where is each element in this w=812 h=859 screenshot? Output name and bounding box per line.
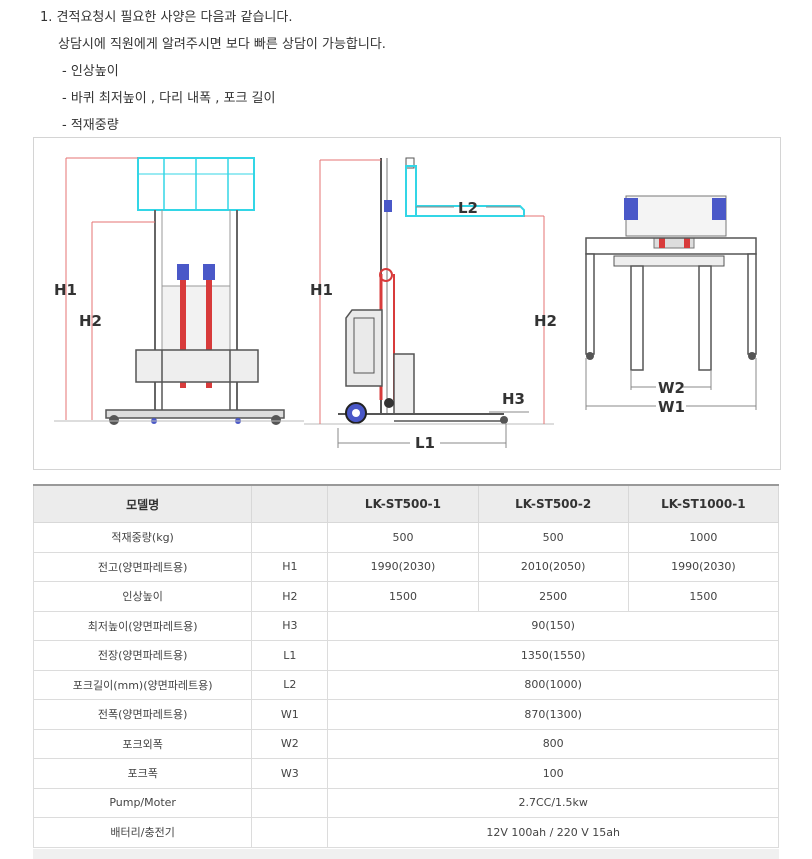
table-row: 전장(양면파레트용) L1 1350(1550) (32, 640, 779, 671)
row-value: 2.7CC/1.5kw (327, 787, 779, 818)
row-code (251, 787, 329, 818)
intro-bullet: - 적재중량 (62, 118, 119, 133)
row-code: H1 (251, 551, 329, 582)
intro-bullet: - 인상높이 (62, 64, 119, 79)
intro-line-2: 상담시에 직원에게 알려주시면 보다 빠른 상담이 가능합니다. (58, 37, 386, 52)
table-row: 포크길이(mm)(양면파레트용) L2 800(1000) (32, 669, 779, 700)
row-value: 1500 (327, 581, 479, 612)
label-side-h1: H1 (310, 281, 333, 299)
row-code: W1 (251, 699, 329, 730)
row-code: H2 (251, 581, 329, 612)
row-code (251, 817, 329, 848)
header-model-2: LK-ST500-2 (477, 484, 629, 523)
row-code (251, 522, 329, 553)
intro-line-1: 1. 견적요청시 필요한 사양은 다음과 같습니다. (40, 10, 293, 25)
row-name: 인상높이 (32, 581, 253, 612)
top-view-drawing (585, 195, 757, 410)
row-value: 500 (477, 522, 629, 553)
label-side-l1: L1 (415, 434, 435, 452)
table-row: 적재중량(kg) 500 500 1000 (32, 522, 780, 553)
row-name: 최저높이(양면파레트용) (32, 610, 253, 641)
label-top-w1: W1 (658, 398, 685, 416)
table-header-row: 모델명 LK-ST500-1 LK-ST500-2 LK-ST1000-1 (32, 484, 780, 523)
side-view-drawing (304, 157, 554, 448)
row-code: W2 (251, 728, 329, 759)
row-code: L2 (251, 669, 329, 700)
front-view-drawing (54, 157, 304, 425)
row-value: 1990(2030) (327, 551, 479, 582)
intro-text: 1. 견적요청시 필요한 사양은 다음과 같습니다. 상담시에 직원에게 알려주… (40, 4, 386, 139)
row-name: Pump/Moter (32, 787, 253, 818)
table-row: 전폭(양면파레트용) W1 870(1300) (32, 699, 779, 730)
label-side-h3: H3 (502, 390, 525, 408)
header-code (251, 484, 329, 523)
label-front-h2: H2 (79, 312, 102, 330)
row-name: 배터리/충전기 (32, 817, 253, 848)
header-model: 모델명 (32, 484, 253, 523)
table-row: 포크외폭 W2 800 (32, 728, 779, 759)
row-value: 1000 (627, 522, 780, 553)
row-value: 12V 100ah / 220 V 15ah (327, 817, 779, 848)
bottom-divider (33, 849, 779, 859)
label-side-l2: L2 (458, 199, 478, 217)
row-name: 적재중량(kg) (32, 522, 253, 553)
intro-bullet: - 바퀴 최저높이 , 다리 내폭 , 포크 길이 (62, 91, 276, 106)
table-row: 전고(양면파레트용) H1 1990(2030) 2010(2050) 1990… (32, 551, 780, 582)
row-value: 800 (327, 728, 779, 759)
row-value: 2010(2050) (477, 551, 629, 582)
row-value: 90(150) (327, 610, 779, 641)
row-name: 포크폭 (32, 758, 253, 789)
row-code: H3 (251, 610, 329, 641)
row-value: 800(1000) (327, 669, 779, 700)
table-row: 배터리/충전기 12V 100ah / 220 V 15ah (32, 817, 779, 848)
row-code: L1 (251, 640, 329, 671)
header-model-1: LK-ST500-1 (327, 484, 479, 523)
row-name: 포크외폭 (32, 728, 253, 759)
row-value: 1350(1550) (327, 640, 779, 671)
spec-table: 모델명 LK-ST500-1 LK-ST500-2 LK-ST1000-1 적재… (32, 484, 780, 848)
row-value: 870(1300) (327, 699, 779, 730)
label-front-h1: H1 (54, 281, 77, 299)
row-value: 1500 (627, 581, 780, 612)
stacker-dimension-diagram: H1 H2 (33, 137, 781, 470)
row-name: 전장(양면파레트용) (32, 640, 253, 671)
row-value: 1990(2030) (627, 551, 780, 582)
row-name: 전폭(양면파레트용) (32, 699, 253, 730)
label-top-w2: W2 (658, 379, 685, 397)
row-code: W3 (251, 758, 329, 789)
table-row: 포크폭 W3 100 (32, 758, 779, 789)
row-value: 100 (327, 758, 779, 789)
label-side-h2: H2 (534, 312, 557, 330)
row-value: 500 (327, 522, 479, 553)
row-name: 포크길이(mm)(양면파레트용) (32, 669, 253, 700)
row-value: 2500 (477, 581, 629, 612)
table-row: Pump/Moter 2.7CC/1.5kw (32, 787, 779, 818)
row-name: 전고(양면파레트용) (32, 551, 253, 582)
table-row: 인상높이 H2 1500 2500 1500 (32, 581, 780, 612)
table-row: 최저높이(양면파레트용) H3 90(150) (32, 610, 779, 641)
header-model-3: LK-ST1000-1 (627, 484, 780, 523)
